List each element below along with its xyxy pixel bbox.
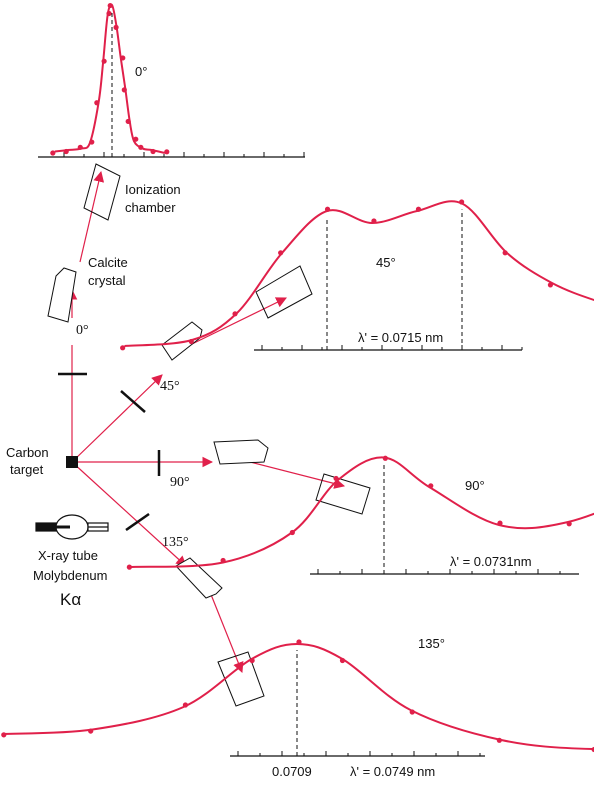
panel-label: 45° [376, 255, 396, 270]
beam-135 [71, 461, 187, 567]
data-point [106, 10, 112, 17]
panel-label: 135° [418, 636, 445, 651]
series-line [124, 200, 594, 347]
data-point [77, 144, 83, 150]
data-point [107, 2, 113, 9]
tube-label-2: Molybdenum [33, 568, 107, 583]
data-point [1, 732, 7, 738]
data-point [289, 529, 295, 536]
crystal-0 [47, 267, 77, 323]
chamber-135 [217, 651, 265, 707]
xray-tube-icon [35, 514, 109, 540]
data-point [502, 250, 508, 256]
data-point [232, 311, 238, 317]
beam-45 [71, 374, 163, 463]
crystal-label-2: crystal [88, 273, 126, 288]
panel-label: 0° [135, 64, 147, 79]
data-point [249, 657, 255, 664]
data-point [339, 657, 346, 664]
slits [58, 372, 161, 532]
series-line [54, 3, 166, 154]
beams [66, 170, 346, 674]
carbon-label-2: target [10, 462, 44, 477]
data-point [188, 338, 194, 345]
beam-45-chamber [189, 297, 287, 346]
spectrum-panel-3: 135° 0.0709 λ' = 0.0749 nm [1, 636, 594, 779]
spectrum-panel-2: 90° λ' = 0.0731nm [126, 455, 594, 575]
panel-label: 90° [465, 478, 485, 493]
data-point [126, 564, 132, 570]
data-point [409, 709, 415, 715]
crystals [47, 267, 269, 599]
data-point [88, 728, 94, 734]
chamber-90 [315, 473, 371, 515]
data-point [63, 148, 69, 155]
crystal-135 [175, 557, 223, 599]
data-point [324, 206, 331, 212]
data-point [133, 136, 139, 142]
peak-label: λ' = 0.0749 nm [350, 764, 435, 779]
data-point [125, 118, 131, 125]
data-point [138, 144, 144, 150]
chamber-0 [83, 163, 121, 221]
chamber-label-1: Ionization [125, 182, 181, 197]
data-point [164, 149, 170, 155]
slit-45 [120, 390, 146, 413]
data-point [150, 148, 156, 155]
peak-label: λ' = 0.0715 nm [358, 330, 443, 345]
beam-angle-90: 90° [170, 475, 190, 490]
data-point [94, 100, 100, 106]
data-point [220, 557, 226, 564]
data-point [333, 475, 339, 482]
crystal-45 [161, 321, 203, 361]
beam-0-chamber [79, 170, 105, 263]
data-point [120, 345, 126, 351]
beam-135-chamber [209, 591, 244, 674]
peak-label: 0.0709 [272, 764, 312, 779]
data-point [121, 87, 127, 93]
data-point [296, 639, 302, 645]
chambers [83, 163, 371, 707]
tube-label-1: X-ray tube [38, 548, 98, 563]
data-point [547, 282, 554, 288]
carbon-target [66, 456, 78, 468]
slit-135 [125, 512, 150, 532]
spectrum-panel-1: 45° λ' = 0.0715 nm [120, 199, 594, 351]
beam-angle-45: 45° [160, 379, 180, 394]
beam-angle-0: 0° [76, 323, 89, 338]
data-point [101, 58, 107, 64]
data-point [497, 520, 503, 526]
data-point [182, 702, 189, 708]
crystal-90 [213, 439, 269, 465]
spectrum-panel-0: 0° [38, 2, 305, 158]
data-point [591, 746, 594, 753]
data-point [278, 250, 284, 256]
crystal-label-1: Calcite [88, 255, 128, 270]
series-line [130, 456, 594, 568]
data-point [120, 55, 126, 61]
data-point [428, 483, 434, 489]
data-point [459, 199, 465, 205]
tube-label-3: Kα [60, 590, 81, 609]
data-point [89, 139, 95, 145]
data-point [566, 521, 572, 527]
peak-label: λ' = 0.0731nm [450, 554, 532, 569]
data-point [113, 24, 119, 30]
beam-angle-135: 135° [162, 535, 189, 550]
data-point [415, 206, 422, 212]
data-point [382, 455, 388, 461]
beam-90-chamber [249, 461, 346, 489]
data-point [371, 218, 377, 224]
data-point [50, 150, 56, 156]
carbon-label-1: Carbon [6, 445, 49, 460]
data-point [496, 737, 502, 743]
chamber-label-2: chamber [125, 200, 176, 215]
chamber-45 [255, 265, 313, 319]
